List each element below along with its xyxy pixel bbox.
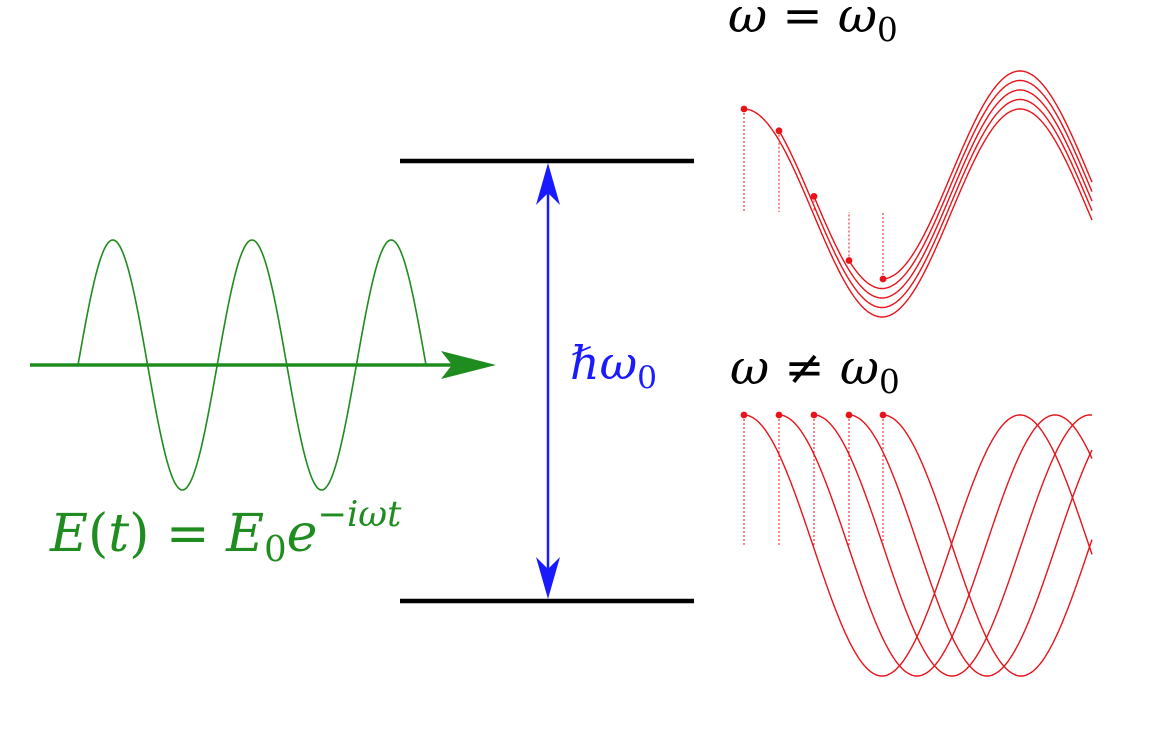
transition-arrow-head-down bbox=[536, 557, 560, 599]
resonant-lhs: ω bbox=[728, 0, 768, 44]
light-wave-sine bbox=[77, 239, 427, 491]
eq-amplitude-symbol: E bbox=[226, 504, 265, 564]
detuned-rhs: ω bbox=[839, 340, 880, 396]
transition-arrow bbox=[536, 163, 560, 599]
hbar-symbol: ℏ bbox=[570, 336, 600, 390]
detuned-rhs-sub: 0 bbox=[879, 363, 900, 402]
eq-field-symbol: E bbox=[50, 504, 88, 564]
propagation-arrow-head bbox=[441, 351, 496, 379]
detuned-trace-2 bbox=[779, 414, 1093, 677]
energy-gap-label: ℏω0 bbox=[570, 340, 657, 393]
resonant-rhs: ω bbox=[837, 0, 878, 44]
detuned-trace-4 bbox=[849, 414, 1093, 677]
detuned-trace-3 bbox=[814, 414, 1093, 677]
detuned-trace-1 bbox=[744, 414, 1093, 677]
detuned-trace-5 bbox=[883, 414, 1093, 677]
transition-arrow-head-up bbox=[536, 163, 560, 205]
detuned-condition-label: ω ≠ ω0 bbox=[730, 344, 900, 398]
detuned-phase-traces bbox=[740, 411, 1093, 677]
eq-lparen: ( bbox=[87, 504, 109, 564]
light-wave-group bbox=[30, 239, 496, 491]
eq-exponent: −iωt bbox=[317, 493, 402, 535]
resonant-phase-traces bbox=[740, 70, 1093, 318]
detuned-lhs: ω bbox=[730, 340, 770, 396]
omega-sub: 0 bbox=[637, 359, 658, 396]
resonant-trace-1 bbox=[744, 108, 1093, 318]
field-equation: E(t) = E0e−iωt bbox=[50, 496, 401, 567]
eq-exp-base: e bbox=[286, 504, 318, 564]
resonant-condition-label: ω = ω0 bbox=[728, 0, 898, 46]
resonant-trace-2 bbox=[778, 98, 1093, 309]
resonant-trace-3 bbox=[813, 89, 1093, 299]
resonant-op: = bbox=[782, 0, 823, 44]
resonant-rhs-sub: 0 bbox=[877, 11, 898, 50]
eq-equals: = bbox=[166, 504, 210, 564]
resonant-trace-4 bbox=[848, 79, 1093, 290]
detuned-op: ≠ bbox=[784, 340, 825, 396]
eq-amplitude-sub: 0 bbox=[264, 528, 287, 570]
resonant-trace-5 bbox=[882, 70, 1093, 280]
eq-rparen: ) bbox=[129, 504, 150, 564]
eq-time-var: t bbox=[108, 504, 130, 564]
omega-symbol: ω bbox=[599, 336, 638, 390]
